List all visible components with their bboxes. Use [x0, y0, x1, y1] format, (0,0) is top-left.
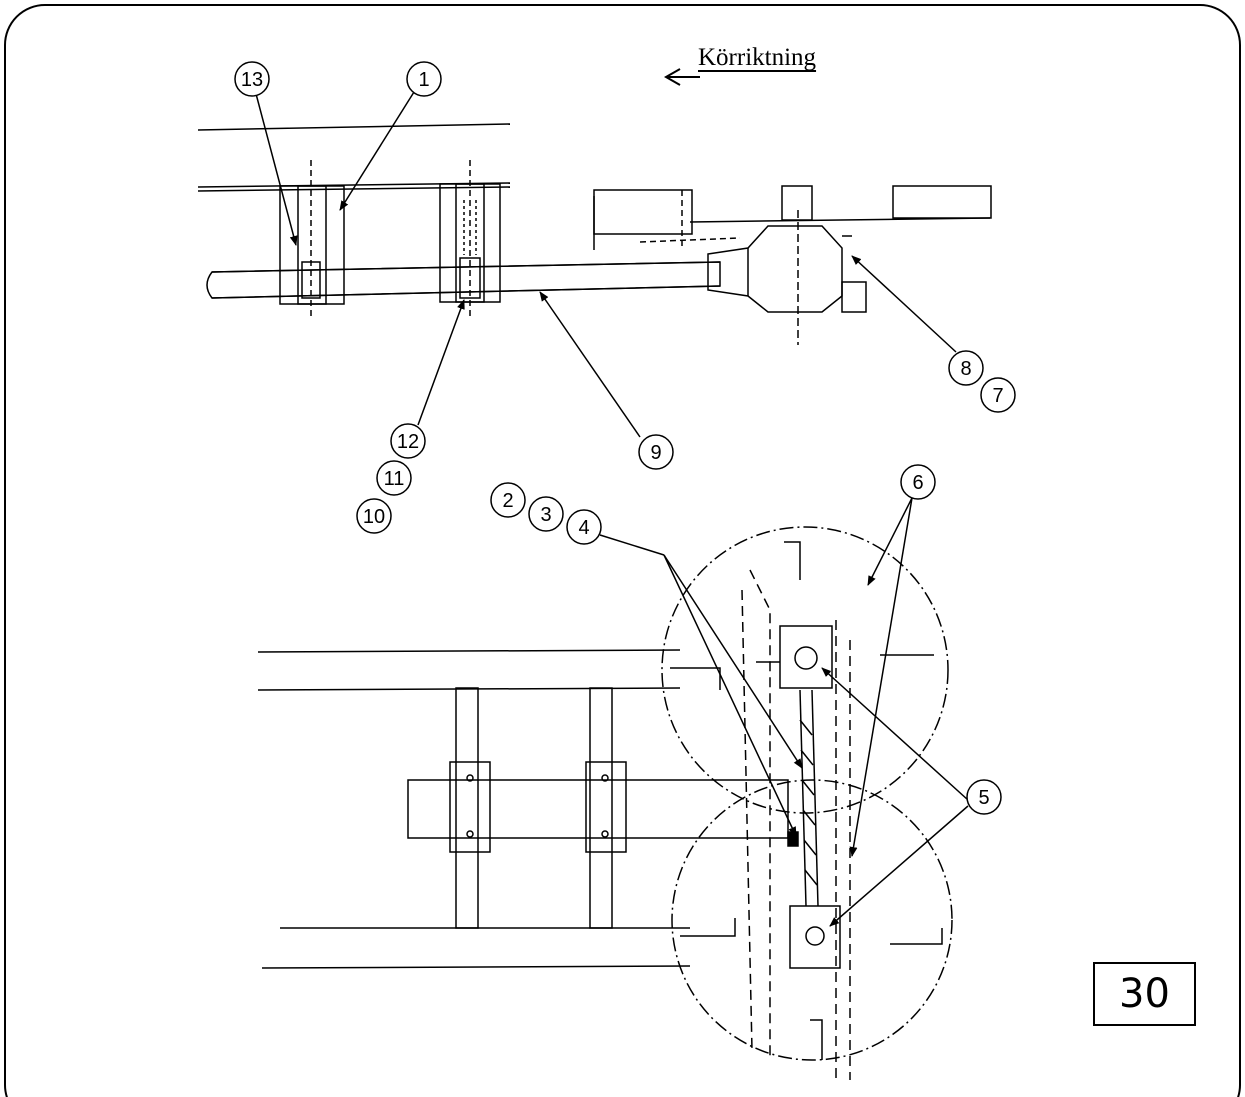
- bottom-view: [257, 526, 953, 1080]
- callout-5: 5: [978, 787, 989, 809]
- callout-circles: [234, 61, 1016, 815]
- callout-7: 7: [992, 385, 1003, 407]
- callout-13: 13: [241, 69, 263, 91]
- callout-2: 2: [502, 490, 513, 512]
- callout-6: 6: [912, 472, 923, 494]
- callout-9: 9: [650, 442, 661, 464]
- figure-number: 30: [1093, 962, 1196, 1026]
- callout-11: 11: [384, 468, 405, 490]
- callout-8: 8: [960, 358, 971, 380]
- callout-3: 3: [540, 504, 551, 526]
- callout-10: 10: [363, 506, 385, 528]
- direction-label: Körriktning: [698, 44, 817, 71]
- callout-12: 12: [397, 431, 419, 453]
- callout-4: 4: [578, 517, 589, 539]
- callout-1: 1: [418, 69, 429, 91]
- outer-frame: [4, 4, 1241, 1097]
- direction-arrow: [663, 68, 700, 86]
- leader-lines: [254, 89, 969, 927]
- top-view: [197, 123, 992, 345]
